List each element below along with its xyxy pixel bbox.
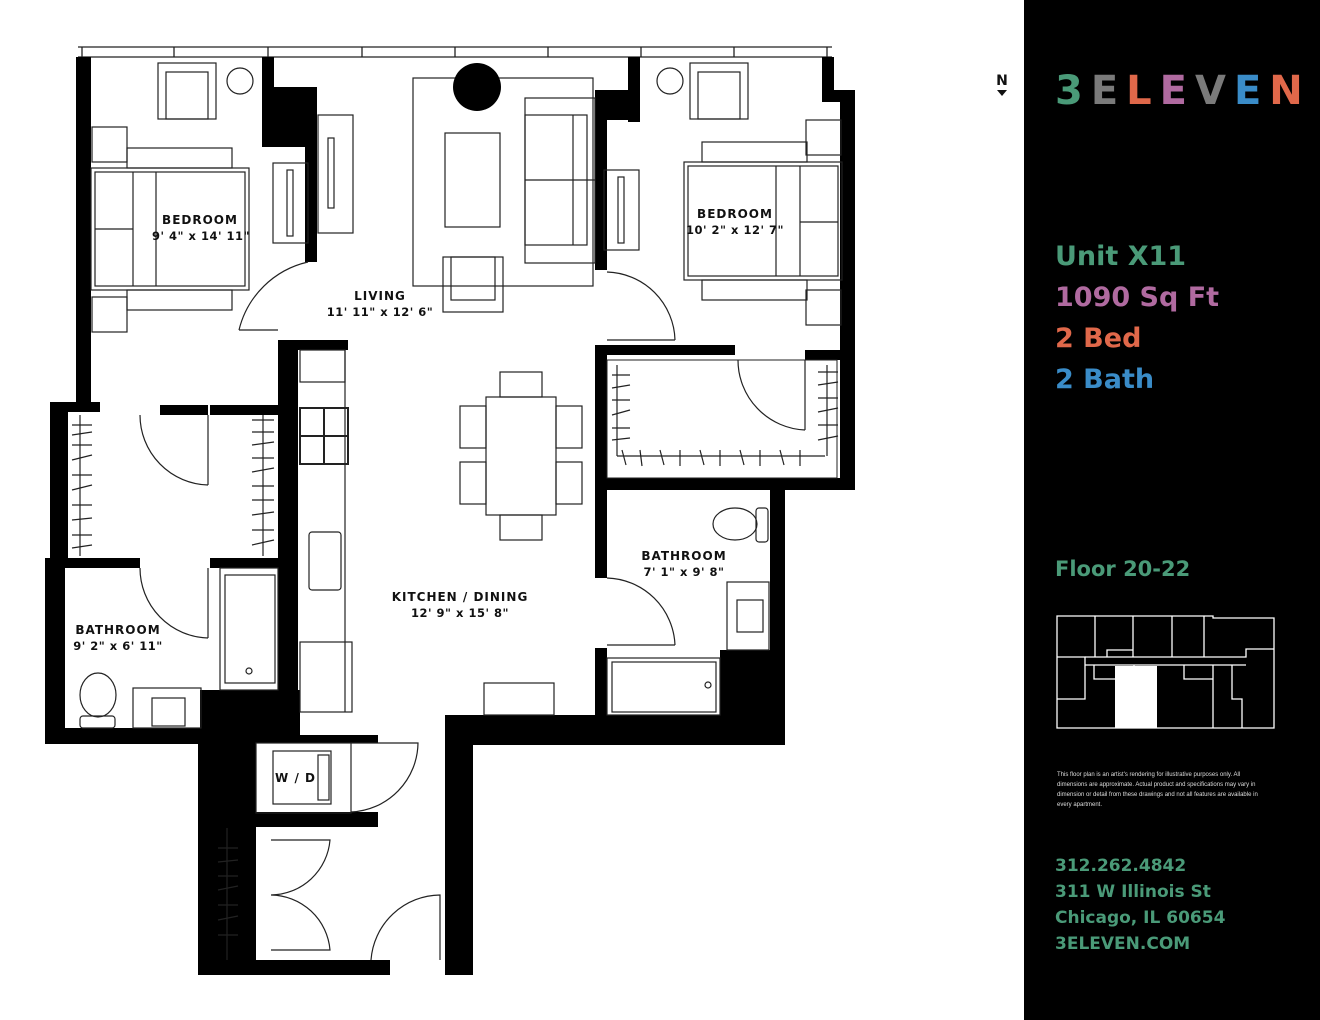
room-dimensions: 12' 9" x 15' 8" [411,606,509,620]
room-name: KITCHEN / DINING [391,590,529,604]
floor-label: Floor 20-22 [1055,557,1191,581]
room-label-bathroom-1: BATHROOM 9' 2" x 6' 11" [66,622,170,654]
room-name: BATHROOM [75,623,161,637]
logo-letter: E [1159,68,1189,114]
unit-beds: 2 Bed [1055,323,1142,354]
room-label-bedroom-2: BEDROOM 10' 2" x 12' 7" [686,206,784,238]
contact-city: Chicago, IL 60654 [1055,908,1226,928]
room-name: BATHROOM [641,549,727,563]
brand-logo: 3 E L E V E N [1055,70,1305,112]
info-panel: 3 E L E V E N Unit X11 1090 Sq Ft 2 Bed … [1024,0,1320,1020]
room-dimensions: 9' 4" x 14' 11" [152,229,250,243]
unit-location-highlight [1115,666,1157,728]
room-dimensions: 9' 2" x 6' 11" [73,639,163,653]
room-name: LIVING [354,289,406,303]
contact-block: 312.262.4842 311 W Illinois St Chicago, … [1055,853,1225,957]
contact-phone[interactable]: 312.262.4842 [1055,856,1187,876]
room-label-living: LIVING 11' 11" x 12' 6" [320,288,440,320]
room-dimensions: 11' 11" x 12' 6" [326,305,434,319]
room-name: BEDROOM [697,207,773,221]
room-dimensions: 7' 1" x 9' 8" [643,565,725,579]
contact-website-link[interactable]: 3ELEVEN.COM [1055,934,1191,954]
room-name: BEDROOM [162,213,238,227]
disclaimer-text: This floor plan is an artist's rendering… [1057,772,1258,808]
contact-street: 311 W Illinois St [1055,882,1211,902]
floor-plan: BEDROOM 9' 4" x 14' 11" LIVING 11' 11" x… [45,46,1010,975]
key-plan [1056,615,1275,729]
compass: N [994,73,1010,96]
floor-plan-drawing [45,46,855,975]
compass-label: N [996,73,1008,89]
room-label-laundry: W / D [273,770,318,786]
room-label-bedroom-1: BEDROOM 9' 4" x 14' 11" [152,212,250,244]
unit-area: 1090 Sq Ft [1055,282,1220,313]
room-label-bathroom-2: BATHROOM 7' 1" x 9' 8" [634,548,734,580]
logo-letter: 3 [1055,68,1085,114]
logo-letter: N [1269,68,1305,114]
room-dimensions: 10' 2" x 12' 7" [686,223,784,237]
unit-baths: 2 Bath [1055,364,1155,395]
room-label-kitchen-dining: KITCHEN / DINING 12' 9" x 15' 8" [380,589,540,621]
unit-name: Unit X11 [1055,241,1187,272]
logo-letter: V [1195,68,1228,114]
logo-letter: E [1233,68,1264,114]
north-arrow-icon [997,90,1007,96]
logo-letter: L [1126,68,1154,114]
room-name: W / D [275,771,316,785]
logo-letter: E [1090,68,1121,114]
